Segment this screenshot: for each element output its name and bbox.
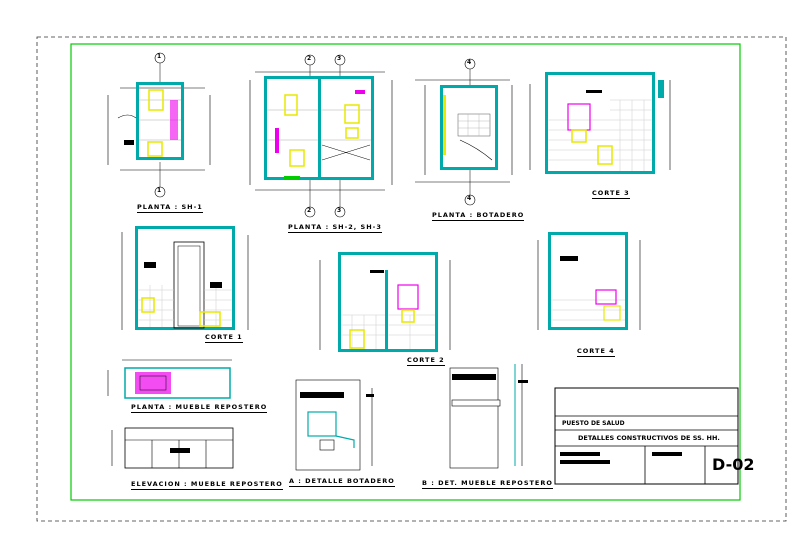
title-sheet-number: D-02 (712, 455, 755, 474)
axis-1-bottom: 1 (157, 187, 162, 194)
label-mueble-elevacion: ELEVACION : MUEBLE REPOSTERO (131, 480, 283, 490)
plan-sh2-sh3 (249, 54, 393, 218)
axis-2-bottom: 2 (307, 207, 312, 214)
section-corte3 (529, 72, 671, 174)
green-frame (70, 43, 741, 501)
title-block (554, 387, 739, 485)
label-mueble-planta: PLANTA : MUEBLE REPOSTERO (131, 403, 268, 413)
detail-a-botadero (295, 379, 374, 471)
section-corte1 (121, 226, 249, 330)
axis-4-bottom: 4 (467, 195, 472, 202)
axis-4-top: 4 (467, 59, 472, 66)
label-corte2: CORTE 2 (407, 356, 445, 366)
section-corte2 (319, 252, 451, 352)
label-plan-sh1: PLANTA : SH-1 (137, 203, 203, 213)
label-detalle-b: B : DET. MUEBLE REPOSTERO (422, 479, 553, 489)
title-sheet-name: DETALLES CONSTRUCTIVOS DE SS. HH. (578, 434, 720, 442)
axis-1-top: 1 (157, 53, 162, 60)
axis-3-bottom: 3 (337, 207, 342, 214)
outer-dashed-border (36, 36, 787, 522)
plan-mueble-repostero (107, 359, 232, 399)
label-corte3: CORTE 3 (592, 189, 630, 199)
plan-botadero (415, 58, 513, 206)
plan-sh1 (107, 52, 211, 198)
section-corte4 (537, 232, 641, 330)
label-detalle-a: A : DETALLE BOTADERO (289, 477, 395, 487)
label-plan-botadero: PLANTA : BOTADERO (432, 211, 525, 221)
axis-2-top: 2 (307, 55, 312, 62)
detail-b-mueble (449, 364, 528, 469)
elevation-mueble-repostero (111, 427, 234, 469)
title-project: PUESTO DE SALUD (562, 420, 625, 427)
label-corte4: CORTE 4 (577, 347, 615, 357)
label-plan-sh2-sh3: PLANTA : SH-2, SH-3 (288, 223, 382, 233)
label-corte1: CORTE 1 (205, 333, 243, 343)
axis-3-top: 3 (337, 55, 342, 62)
